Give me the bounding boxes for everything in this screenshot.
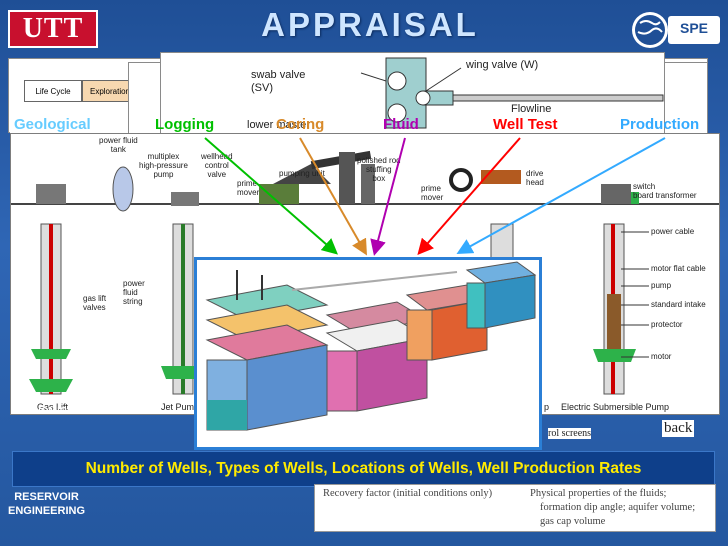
power-cable-label: power cable [651,227,695,236]
gas-lift-caption: Gas Lift [37,402,69,412]
utt-logo: UTT [8,10,98,48]
wellhead-diagram: swab valve (SV) wing valve (W) Flowline … [160,52,665,137]
lower-master-label: lower master [247,119,310,131]
pumping-unit-label: pumping unit [279,169,325,178]
reservoir-blocks-drawing [205,261,537,431]
reservoir-model-figure [194,257,542,450]
svg-text:SPE: SPE [680,20,708,36]
category-fluid: Fluid [383,116,419,133]
wellhead-drawing [360,57,664,129]
esp-prefix-caption: p [544,402,550,412]
economics-label: ECONOMICS [12,406,74,417]
jet-pump-caption: Jet Pum [161,402,195,412]
recovery-factor-table: Recovery factor (initial conditions only… [314,484,716,532]
standard-intake-label: standard intake [651,300,706,309]
power-fluid-string-label: power fluid string [123,279,145,306]
switch-board-label: switch board transformer [633,182,697,200]
production-arrow [456,137,666,254]
category-production: Production [620,116,700,133]
prime-mover-label-2: prime mover [421,184,444,202]
recovery-factor-text: Recovery factor (initial conditions only… [323,488,493,499]
multiplex-pump-label: multiplex high-pressure pump [139,152,188,179]
motor-flat-cable-label: motor flat cable [651,264,706,273]
wing-valve-label: wing valve (W) [466,59,539,71]
wells-banner: Number of Wells, Types of Wells, Locatio… [12,451,715,487]
power-fluid-tank-label: power fluid tank [99,136,138,154]
pump-label: pump [651,281,672,290]
polished-rod-label: polished rod stuffing box [357,156,401,183]
category-coring: Coring [276,116,325,133]
logging-arrow [204,137,339,255]
coring-arrow [299,137,367,256]
control-screens-text: rol screens [548,428,592,439]
flowline-label: Flowline [511,103,552,115]
gas-cap-text: gas cap volume [540,516,606,527]
category-geological: Geological [14,116,91,133]
fluid-properties-text: Physical properties of the fluids; [530,488,667,499]
formation-dip-text: formation dip angle; aquifer volume; [540,502,696,513]
back-text: back [662,420,695,437]
category-well-test: Well Test [493,116,558,133]
slide-title: APPRAISAL [261,6,479,43]
motor-label: motor [651,352,672,361]
lifecycle-cell: Life Cycle [24,80,82,102]
drive-head-label: drive head [526,169,544,187]
protector-label: protector [651,320,683,329]
well-test-arrow [417,137,521,256]
reservoir-engineering-label: RESERVOIR ENGINEERING [8,491,86,517]
spe-logo: SPE [632,12,720,48]
category-logging: Logging [155,116,215,133]
prime-mover-label-1: prime mover [237,179,260,197]
swab-valve-label: swab valve (SV) [251,69,306,94]
gas-lift-valves-label: gas lift valves [83,294,107,312]
wellhead-control-valve-label: wellhead control valve [201,152,233,179]
esp-caption: Electric Submersible Pump [561,402,670,412]
fluid-arrow [370,137,406,256]
